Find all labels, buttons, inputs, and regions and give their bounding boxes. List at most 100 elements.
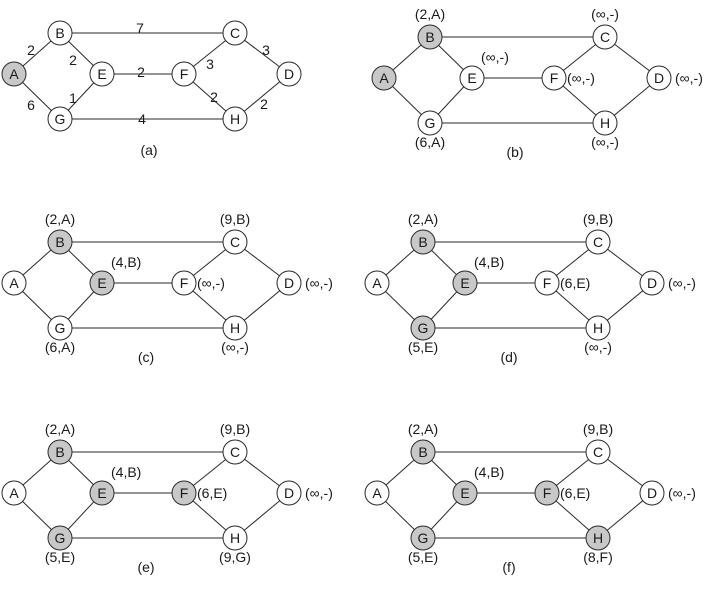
node-annotation-E: (4,B): [111, 464, 141, 480]
panel-caption: (f): [502, 559, 515, 575]
node-label-G: G: [418, 530, 429, 546]
node-label-E: E: [97, 485, 106, 501]
edge-weight-C-D: 3: [262, 42, 270, 58]
node-label-D: D: [654, 70, 664, 86]
node-label-C: C: [593, 444, 603, 460]
node-C: C: [222, 439, 248, 465]
node-D: D: [646, 65, 672, 91]
node-label-C: C: [230, 25, 240, 41]
node-circle-F: [171, 480, 197, 506]
node-annotation-D: (∞,-): [675, 70, 703, 86]
node-circle-C: [222, 439, 248, 465]
node-circle-H: [585, 315, 611, 341]
node-annotation-C: (∞,-): [591, 6, 619, 22]
node-label-D: D: [284, 485, 294, 501]
node-label-D: D: [284, 275, 294, 291]
node-B: B: [417, 24, 443, 50]
node-annotation-F: (6,E): [560, 275, 590, 291]
edge-weight-B-C: 7: [136, 20, 144, 36]
node-annotation-D: (∞,-): [668, 485, 696, 501]
node-label-F: F: [180, 275, 189, 291]
node-B: B: [47, 439, 73, 465]
node-circle-E: [89, 480, 115, 506]
node-annotation-F: (∞,-): [567, 70, 595, 86]
node-label-H: H: [230, 320, 240, 336]
node-annotation-H: (∞,-): [584, 339, 612, 355]
node-F: F: [541, 65, 567, 91]
node-E: E: [452, 270, 478, 296]
node-annotation-E: (4,B): [474, 254, 504, 270]
node-circle-B: [410, 439, 436, 465]
node-label-F: F: [543, 275, 552, 291]
node-label-E: E: [467, 70, 476, 86]
node-circle-A: [1, 480, 27, 506]
node-label-H: H: [593, 530, 603, 546]
node-E: E: [452, 480, 478, 506]
node-label-B: B: [55, 25, 64, 41]
node-D: D: [276, 61, 302, 87]
node-label-F: F: [543, 485, 552, 501]
node-circle-E: [89, 61, 115, 87]
node-label-D: D: [647, 275, 657, 291]
node-annotation-D: (∞,-): [305, 485, 333, 501]
panel-caption: (b): [506, 144, 523, 160]
node-annotation-B: (2,A): [408, 211, 438, 227]
node-A: A: [1, 270, 27, 296]
node-annotation-G: (5,E): [408, 339, 438, 355]
node-H: H: [592, 110, 618, 136]
node-label-A: A: [9, 275, 19, 291]
node-label-B: B: [55, 234, 64, 250]
node-label-A: A: [379, 70, 389, 86]
node-label-C: C: [593, 234, 603, 250]
node-E: E: [89, 61, 115, 87]
node-circle-F: [171, 270, 197, 296]
node-circle-A: [1, 270, 27, 296]
node-B: B: [410, 229, 436, 255]
node-G: G: [410, 315, 436, 341]
node-annotation-G: (6,A): [45, 339, 75, 355]
node-annotation-D: (∞,-): [668, 275, 696, 291]
node-label-E: E: [97, 66, 106, 82]
node-label-A: A: [9, 66, 19, 82]
node-label-H: H: [593, 320, 603, 336]
node-circle-C: [592, 24, 618, 50]
node-annotation-F: (6,E): [197, 485, 227, 501]
node-annotation-H: (∞,-): [591, 134, 619, 150]
node-label-B: B: [418, 444, 427, 460]
node-F: F: [171, 270, 197, 296]
node-G: G: [47, 106, 73, 132]
node-B: B: [47, 20, 73, 46]
node-annotation-B: (2,A): [408, 421, 438, 437]
node-A: A: [371, 65, 397, 91]
node-circle-C: [585, 229, 611, 255]
panel-caption: (c): [138, 349, 154, 365]
node-label-B: B: [418, 234, 427, 250]
node-circle-E: [89, 270, 115, 296]
node-circle-H: [585, 525, 611, 551]
node-circle-G: [410, 525, 436, 551]
node-circle-H: [592, 110, 618, 136]
edge-weight-H-D: 2: [260, 96, 268, 112]
edge-weight-E-F: 2: [137, 64, 145, 80]
node-label-F: F: [180, 485, 189, 501]
node-annotation-B: (2,A): [415, 6, 445, 22]
node-circle-B: [47, 20, 73, 46]
node-circle-E: [452, 480, 478, 506]
node-annotation-E: (4,B): [474, 464, 504, 480]
node-label-F: F: [180, 66, 189, 82]
node-H: H: [222, 315, 248, 341]
node-G: G: [417, 110, 443, 136]
panel-caption: (a): [140, 142, 157, 158]
node-circle-A: [364, 270, 390, 296]
node-B: B: [47, 229, 73, 255]
node-label-G: G: [425, 115, 436, 131]
node-circle-H: [222, 315, 248, 341]
node-annotation-G: (5,E): [408, 549, 438, 565]
node-annotation-E: (∞,-): [481, 49, 509, 65]
edge-weight-A-B: 2: [27, 42, 35, 58]
node-E: E: [89, 270, 115, 296]
node-F: F: [171, 61, 197, 87]
